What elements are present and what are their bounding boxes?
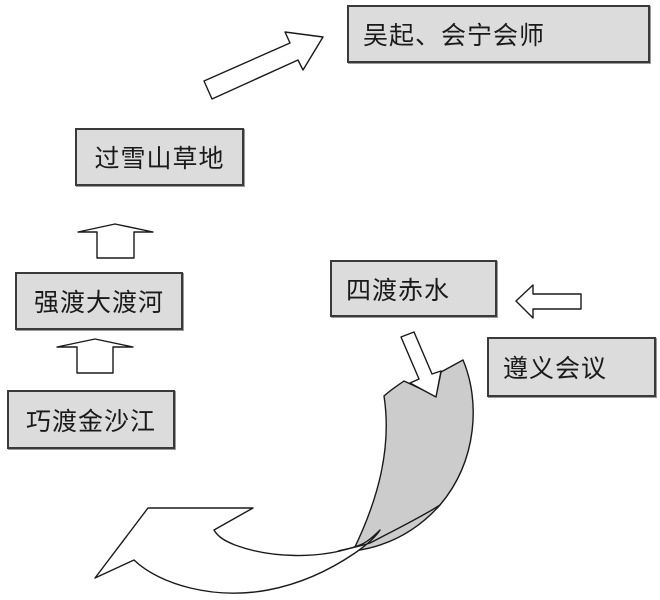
node-huining: 吴起、会宁会师 xyxy=(347,5,650,63)
node-label: 过雪山草地 xyxy=(94,144,225,173)
down-arrow-into-curve xyxy=(400,331,442,398)
node-label: 遵义会议 xyxy=(503,354,608,383)
node-label: 强渡大渡河 xyxy=(33,288,164,317)
up-arrow-jinsha-to-dadu xyxy=(56,338,134,374)
curved-arrow-body xyxy=(94,507,381,594)
diagonal-arrow-xueshan-to-huining xyxy=(203,31,324,100)
node-label: 四渡赤水 xyxy=(346,275,451,305)
curved-arrow-edge xyxy=(337,504,441,552)
node-chishui: 四渡赤水 xyxy=(330,260,497,317)
node-zunyi: 遵义会议 xyxy=(487,337,656,397)
node-label: 巧渡金沙江 xyxy=(25,406,156,436)
left-arrow-zunyi-to-chishui xyxy=(515,284,582,319)
node-dadu: 强渡大渡河 xyxy=(15,272,183,330)
up-arrow-dadu-to-xueshan xyxy=(77,223,154,259)
curved-arrow-shade xyxy=(352,359,474,552)
node-label: 吴起、会宁会师 xyxy=(363,21,546,50)
node-xueshan: 过雪山草地 xyxy=(75,128,244,186)
node-jinsha: 巧渡金沙江 xyxy=(7,390,175,449)
